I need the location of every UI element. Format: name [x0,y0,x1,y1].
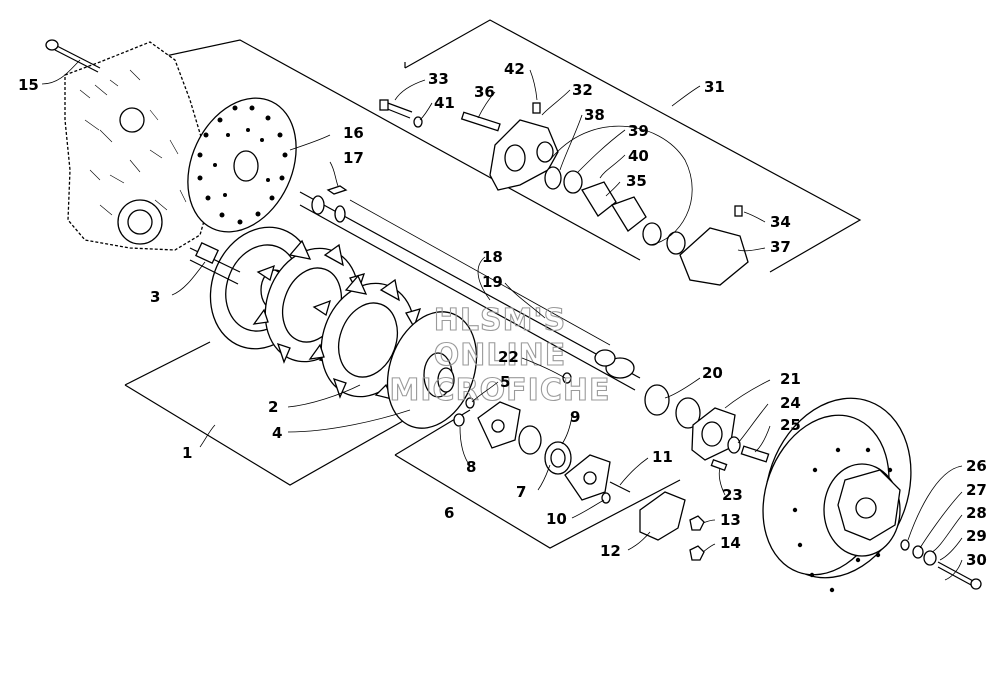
callout-26: 26 [966,457,987,475]
key-17 [326,185,348,195]
drive-wheel [762,397,912,593]
callout-38: 38 [584,106,605,124]
callout-36: 36 [474,83,495,101]
callout-20: 20 [702,364,723,382]
callout-30: 30 [966,551,987,569]
callout-1: 1 [182,444,192,462]
callout-22: 22 [498,348,519,366]
bearing-flange-assembly [453,372,705,561]
callout-34: 34 [770,213,791,231]
callout-13: 13 [720,511,741,529]
bearing-set-20 [644,384,770,472]
callout-25: 25 [780,416,801,434]
callout-33: 33 [428,70,449,88]
watermark-line-2: ONLINE [434,338,567,373]
callout-16: 16 [343,124,364,142]
watermark-line-3: MICROFICHE [390,373,611,408]
watermark: HLSM'S ONLINE MICROFICHE [389,302,611,408]
drive-sprocket-assembly [189,226,478,429]
callout-27: 27 [966,481,987,499]
callout-15: 15 [18,76,39,94]
callout-12: 12 [600,542,621,560]
callout-7: 7 [516,483,526,501]
callout-17: 17 [343,149,364,167]
callout-19: 19 [482,273,503,291]
callout-4: 4 [272,424,282,442]
callout-31: 31 [704,78,725,96]
callout-3: 3 [150,288,160,306]
callout-5: 5 [500,373,510,391]
group-box-31 [404,19,862,273]
callout-10: 10 [546,510,567,528]
engine-case [64,41,211,251]
leader-lines [41,59,963,581]
callouts: 1 2 3 4 5 6 7 8 9 10 11 12 13 14 15 16 1… [18,60,987,569]
callout-23: 23 [722,486,743,504]
wheel-hardware [900,539,982,590]
callout-28: 28 [966,504,987,522]
callout-21: 21 [780,370,801,388]
drive-shaft [299,191,641,391]
callout-32: 32 [572,81,593,99]
callout-42: 42 [504,60,525,78]
callout-39: 39 [628,122,649,140]
callout-24: 24 [780,394,801,412]
callout-2: 2 [268,398,278,416]
brake-disc-16 [187,97,297,233]
callout-6: 6 [444,504,454,522]
watermark-line-1: HLSM'S [434,303,566,338]
caliper-assembly [379,99,749,286]
callout-9: 9 [570,408,580,426]
callout-35: 35 [626,172,647,190]
callout-37: 37 [770,238,791,256]
callout-40: 40 [628,147,649,165]
callout-18: 18 [482,248,503,266]
callout-29: 29 [966,527,987,545]
callout-14: 14 [720,534,741,552]
callout-8: 8 [466,458,476,476]
callout-41: 41 [434,94,455,112]
callout-11: 11 [652,448,673,466]
bolt-15 [45,39,101,73]
